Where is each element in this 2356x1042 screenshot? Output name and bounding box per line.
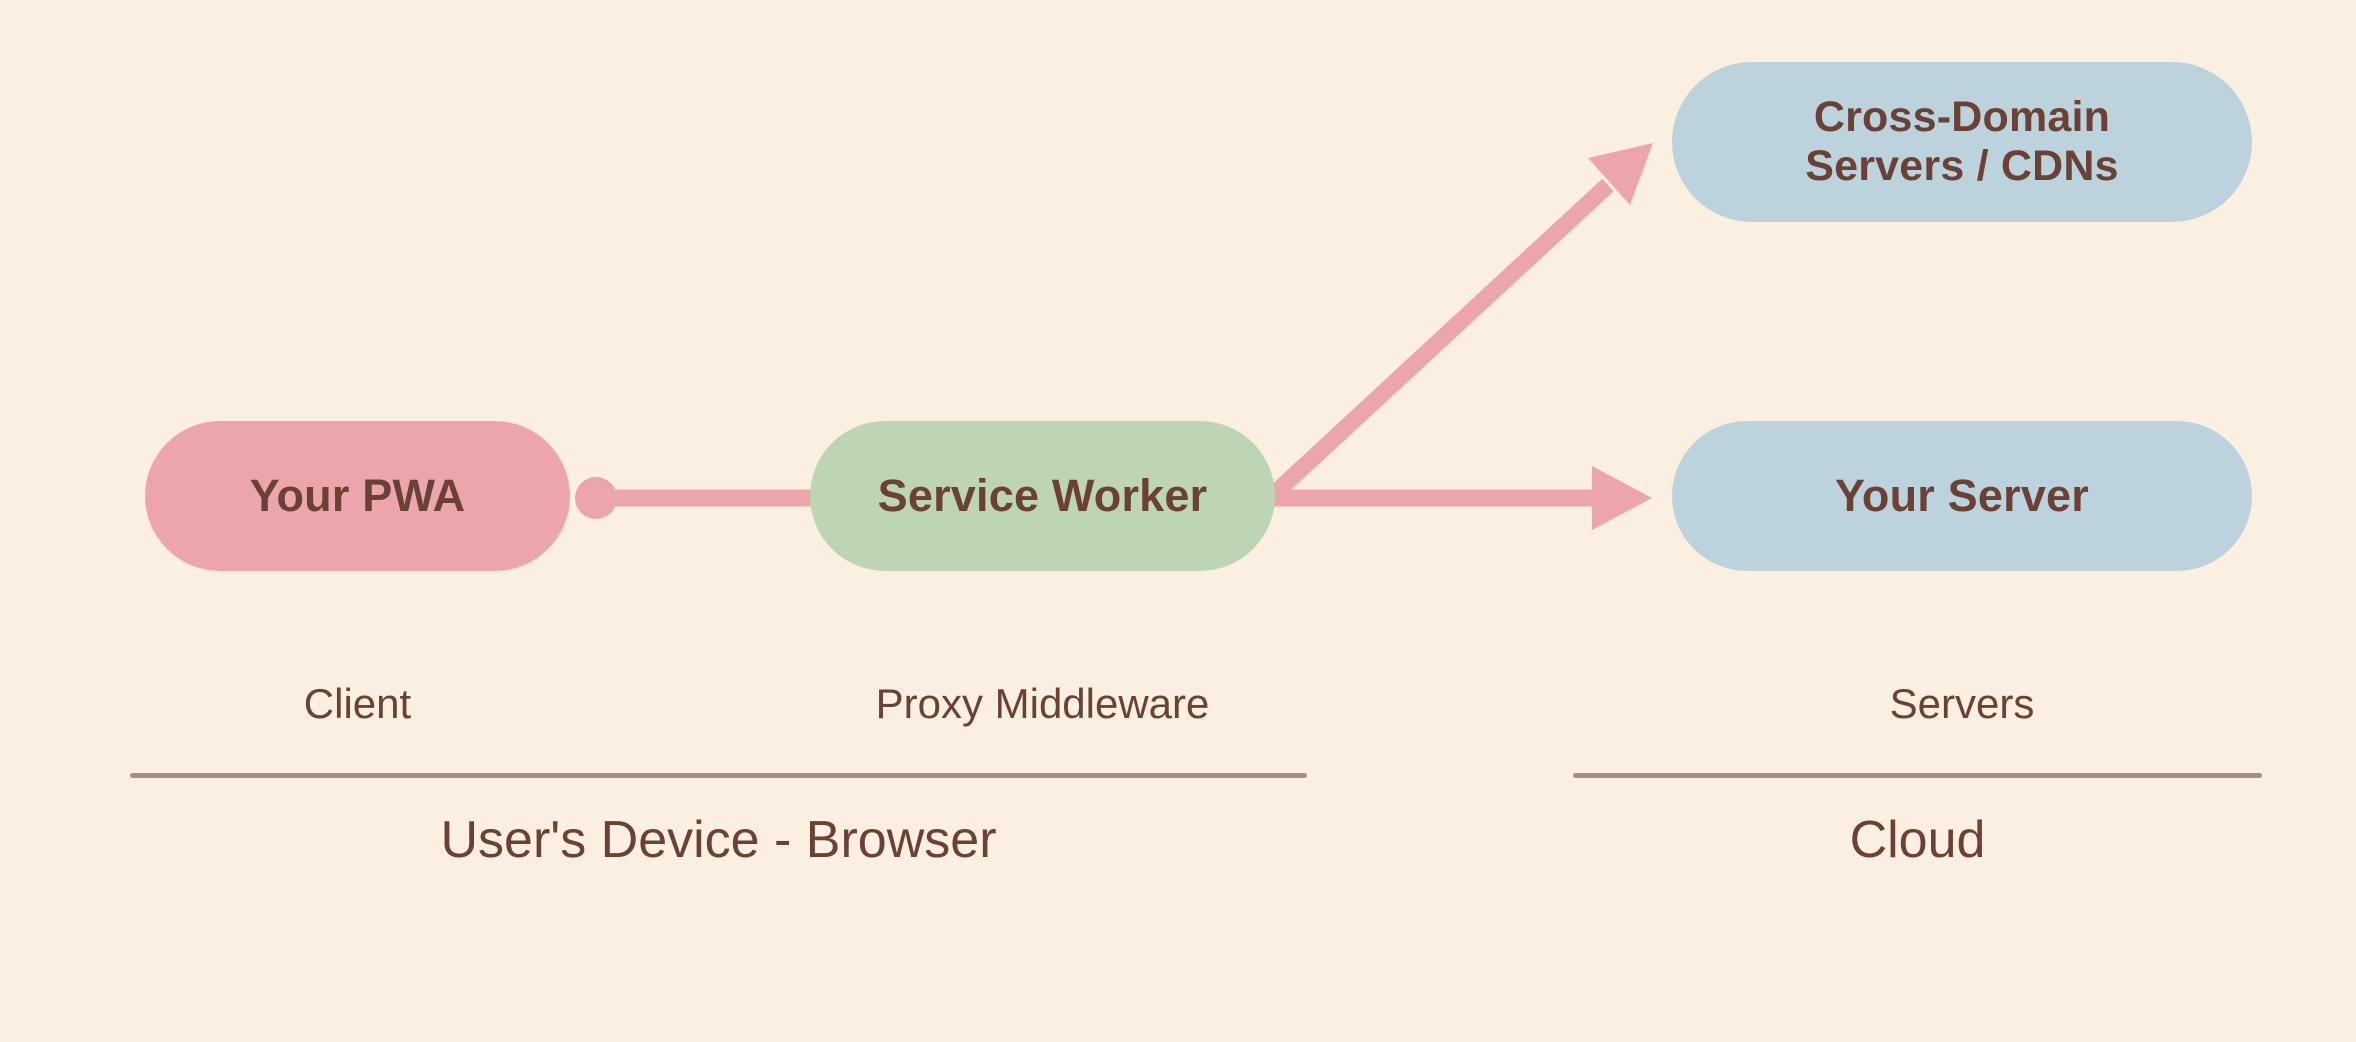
edge-service-worker-to-cross-domain xyxy=(1267,143,1653,502)
arrow-head-icon xyxy=(1588,143,1653,205)
divider-user-device xyxy=(130,773,1307,778)
zone-label-proxy-middleware: Proxy Middleware xyxy=(875,680,1210,727)
zone-caption-cloud: Cloud xyxy=(1849,811,1986,869)
node-cross-domain-label: Cross-Domain Servers / CDNs xyxy=(1805,93,2119,191)
edge-pwa-to-service-worker xyxy=(575,477,812,519)
node-cross-domain-label-line-2: Servers / CDNs xyxy=(1805,142,2119,190)
node-service-worker[interactable]: Service Worker xyxy=(810,421,1275,571)
edge-line-sw-cross-domain xyxy=(1267,178,1614,502)
node-your-pwa[interactable]: Your PWA xyxy=(145,421,570,571)
circle-marker-icon xyxy=(575,477,617,519)
node-your-server[interactable]: Your Server xyxy=(1672,421,2252,571)
zone-label-client: Client xyxy=(303,680,412,727)
divider-cloud xyxy=(1573,773,2262,778)
zone-label-servers: Servers xyxy=(1889,680,2035,727)
zone-caption-user-device-browser: User's Device - Browser xyxy=(440,811,997,869)
arrow-head-icon xyxy=(1592,466,1652,530)
node-cross-domain-servers-cdns[interactable]: Cross-Domain Servers / CDNs xyxy=(1672,62,2252,222)
node-service-worker-label: Service Worker xyxy=(877,470,1208,521)
node-your-server-label: Your Server xyxy=(1835,470,2089,521)
edge-service-worker-to-your-server xyxy=(1273,466,1652,530)
node-your-pwa-label: Your PWA xyxy=(249,470,466,521)
node-cross-domain-label-line-1: Cross-Domain xyxy=(1813,92,2111,141)
